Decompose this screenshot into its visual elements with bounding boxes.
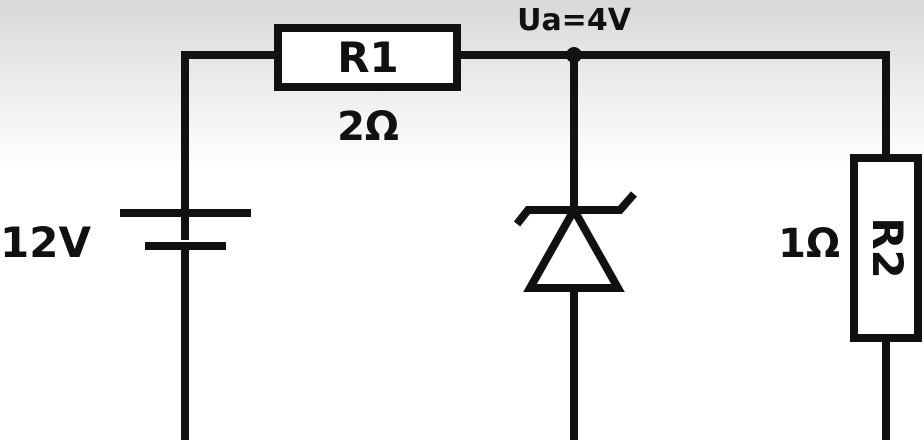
battery-symbol (120, 209, 251, 250)
node-voltage-label: Ua=4V (517, 3, 632, 38)
r2-value-label: 1Ω (778, 221, 840, 267)
r2-name-label: R2 (863, 217, 912, 279)
source-voltage-label: 12V (0, 218, 91, 267)
r1-value-label: 2Ω (337, 104, 399, 150)
zener-bar (513, 191, 638, 227)
resistor-r2 (850, 154, 922, 342)
junction-dot (566, 47, 582, 63)
r1-name-label: R1 (337, 33, 399, 82)
zener-triangle (523, 201, 625, 292)
resistor-r1 (274, 24, 461, 91)
wire-left-top (181, 51, 278, 240)
wire-node-to-right (574, 51, 890, 158)
zener-diode-symbol (513, 191, 638, 292)
